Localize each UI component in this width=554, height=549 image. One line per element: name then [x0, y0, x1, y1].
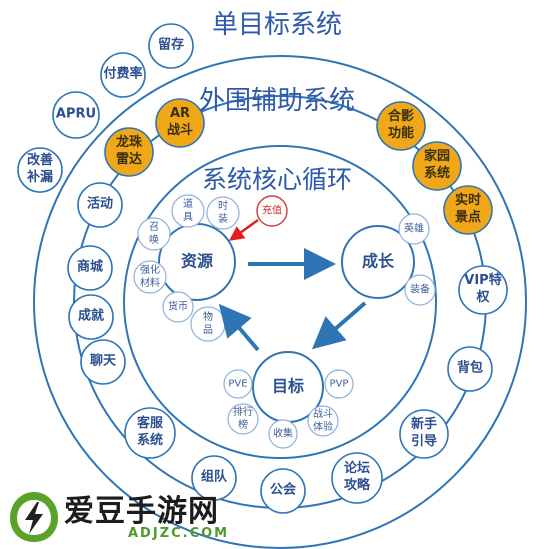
- bubble-achievement: [68, 294, 114, 340]
- label-improve: 改善 补漏: [26, 153, 54, 185]
- label-goal: 目标: [271, 376, 305, 396]
- label-homeland: 家园 系统: [423, 149, 451, 181]
- label-props: 道 具: [183, 199, 193, 223]
- bubble-vip: [458, 265, 508, 315]
- label-apru: APRU: [55, 106, 97, 122]
- label-summon: 召 唤: [149, 222, 159, 246]
- label-newbie: 新手 引导: [410, 417, 438, 449]
- bubble-currency: [162, 291, 194, 323]
- label-pvp: PVP: [329, 378, 349, 390]
- bubble-team: [191, 455, 237, 501]
- label-collect: 收集: [273, 428, 293, 440]
- label-team: 组队: [200, 469, 228, 485]
- label-guild: 公会: [269, 482, 297, 498]
- arrow-recharge-to-resource: [228, 218, 259, 241]
- bubble-equipment: [404, 274, 436, 306]
- label-recharge: 充值: [262, 205, 282, 217]
- bubble-sights: [443, 185, 493, 235]
- label-retention: 留存: [157, 37, 185, 53]
- label-growth: 成长: [361, 251, 395, 271]
- label-dragon-radar: 龙珠 雷达: [115, 135, 143, 167]
- arrow-goal-to-resource: [218, 303, 260, 352]
- bubble-recharge: [256, 195, 288, 227]
- label-hero: 英雄: [404, 223, 424, 235]
- bubble-summon: [137, 217, 171, 251]
- core-small-bubbles: [133, 194, 436, 449]
- label-group-photo: 合影 功能: [387, 109, 415, 141]
- label-customer-service: 客服 系统: [136, 416, 164, 448]
- bubble-pvp: [324, 369, 354, 399]
- middle-bubbles: [104, 98, 493, 235]
- bubble-collect: [268, 419, 298, 449]
- loop-arrows: [218, 248, 367, 352]
- bubble-homeland: [412, 141, 462, 191]
- label-resource: 资源: [180, 251, 214, 271]
- label-equipment: 装备: [410, 284, 430, 296]
- label-activity: 活动: [86, 196, 114, 212]
- label-battle-experience: 战斗 体验: [313, 409, 333, 433]
- bubble-backpack: [447, 346, 493, 392]
- label-live-sights: 实时 景点: [454, 193, 482, 225]
- bubble-activity: [77, 182, 123, 228]
- label-mall: 商城: [76, 259, 104, 275]
- bubble-battle: [307, 405, 339, 437]
- bubble-dragon: [104, 127, 154, 177]
- bubble-pve: [223, 369, 253, 399]
- bubble-guild: [260, 468, 306, 514]
- bubble-forum: [331, 452, 383, 504]
- title-outer-system: 单目标系统: [211, 10, 342, 40]
- label-fashion: 时 装: [218, 201, 228, 225]
- node-growth: [341, 225, 415, 299]
- bubble-photo: [376, 101, 426, 151]
- label-items: 物 品: [203, 312, 213, 336]
- bubble-retention: [148, 23, 194, 69]
- label-ar-battle: AR 战斗: [166, 106, 194, 138]
- label-leaderboard: 排行 榜: [233, 407, 253, 431]
- watermark-url: ADJZC.COM: [128, 526, 230, 541]
- bubble-mall: [67, 245, 113, 291]
- label-enhance-material: 强化 材料: [140, 265, 160, 289]
- watermark-name: 爱豆手游网: [64, 494, 219, 529]
- watermark: 爱豆手游网 ADJZC.COM: [8, 486, 328, 546]
- bubble-chat: [80, 339, 126, 385]
- label-forum: 论坛 攻略: [343, 461, 371, 493]
- bubble-improve: [17, 147, 63, 193]
- label-vip: VIP特 权: [464, 273, 502, 305]
- label-currency: 货币: [168, 301, 188, 313]
- title-core-loop: 系统核心循环: [201, 165, 352, 194]
- core-nodes: [158, 223, 415, 423]
- bubble-pay-rate: [100, 52, 146, 98]
- bubble-ar: [155, 98, 205, 148]
- outer-ring: [33, 55, 527, 549]
- bubble-apru: [52, 91, 100, 139]
- title-middle-system: 外围辅助系统: [198, 86, 355, 116]
- arrow-growth-to-goal: [311, 301, 367, 350]
- bubble-hero: [398, 213, 430, 245]
- label-chat: 聊天: [89, 353, 117, 369]
- core-ring: [123, 145, 437, 459]
- label-backpack: 背包: [456, 360, 484, 376]
- bubble-newbie: [399, 409, 449, 459]
- label-pay-rate: 付费率: [103, 66, 143, 82]
- bubble-enhance: [133, 260, 167, 294]
- label-pve: PVE: [228, 378, 248, 390]
- bubble-fashion: [206, 196, 240, 230]
- label-achievement: 成就: [77, 308, 105, 324]
- bubble-cs: [124, 407, 176, 459]
- watermark-logo-icon: [10, 492, 58, 542]
- bubble-leaderboard: [227, 403, 259, 435]
- bubble-props: [171, 194, 205, 228]
- outer-bubbles: [17, 23, 508, 514]
